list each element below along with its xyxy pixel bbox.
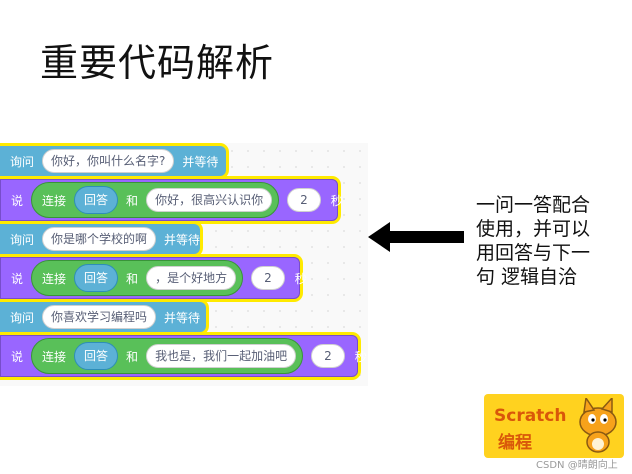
logo-text-line2: 编程 [498,433,532,453]
answer-reporter[interactable]: 回答 [74,342,119,370]
slide-title: 重要代码解析 [40,41,275,85]
seconds-unit: 秒 [294,271,307,286]
join-label: 连接 [42,349,67,364]
and-label: 和 [126,193,139,208]
join-label: 连接 [42,193,67,208]
watermark: CSDN @晴朗向上 [536,460,618,471]
seconds-unit: 秒 [354,349,367,364]
scratch-cat-icon [579,398,617,453]
ask-text-input[interactable]: 你是哪个学校的啊 [42,227,157,251]
and-label: 和 [126,349,139,364]
logo-text-line1: Scratch [494,406,567,426]
ask-text-input[interactable]: 你好，你叫什么名字? [42,149,175,173]
block-keyword: 询问 [10,232,35,247]
ask-block[interactable]: 询问 你好，你叫什么名字? 并等待 [0,146,226,176]
seconds-input[interactable]: 2 [311,344,345,368]
block-keyword: 询问 [10,310,35,325]
block-tail: 并等待 [164,232,201,247]
join-operator[interactable]: 连接 回答 和 我也是，我们一起加油吧 [31,338,304,374]
join-text-input[interactable]: 你好，很高兴认识你 [146,188,273,212]
join-label: 连接 [42,271,67,286]
ask-text-input[interactable]: 你喜欢学习编程吗 [42,305,157,329]
say-block[interactable]: 说 连接 回答 和 ，是个好地方 2 秒 [0,257,307,299]
seconds-input[interactable]: 2 [287,188,321,212]
join-operator[interactable]: 连接 回答 和 你好，很高兴认识你 [31,182,280,218]
seconds-input[interactable]: 2 [251,266,285,290]
ask-block[interactable]: 询问 你是哪个学校的啊 并等待 [0,224,200,254]
scratch-logo: Scratch 编程 [484,394,624,458]
block-tail: 并等待 [182,154,219,169]
explanation-note: 一问一答配合使用，并可以用回答与下一句 逻辑自洽 [476,194,591,288]
answer-reporter[interactable]: 回答 [74,186,119,214]
block-keyword: 说 [11,349,24,364]
answer-reporter[interactable]: 回答 [74,264,119,292]
and-label: 和 [126,271,139,286]
join-text-input[interactable]: 我也是，我们一起加油吧 [146,344,297,368]
ask-block[interactable]: 询问 你喜欢学习编程吗 并等待 [0,302,206,332]
join-text-input[interactable]: ，是个好地方 [146,266,237,290]
block-tail: 并等待 [164,310,201,325]
say-block[interactable]: 说 连接 回答 和 你好，很高兴认识你 2 秒 [0,179,343,221]
left-arrow-icon [368,222,464,252]
block-keyword: 说 [11,271,24,286]
say-block[interactable]: 说 连接 回答 和 我也是，我们一起加油吧 2 秒 [0,335,367,377]
block-keyword: 说 [11,193,24,208]
seconds-unit: 秒 [330,193,343,208]
block-keyword: 询问 [10,154,35,169]
scratch-code-area: 询问 你好，你叫什么名字? 并等待 说 连接 回答 和 你好，很高兴认识你 2 … [0,143,368,386]
join-operator[interactable]: 连接 回答 和 ，是个好地方 [31,260,244,296]
